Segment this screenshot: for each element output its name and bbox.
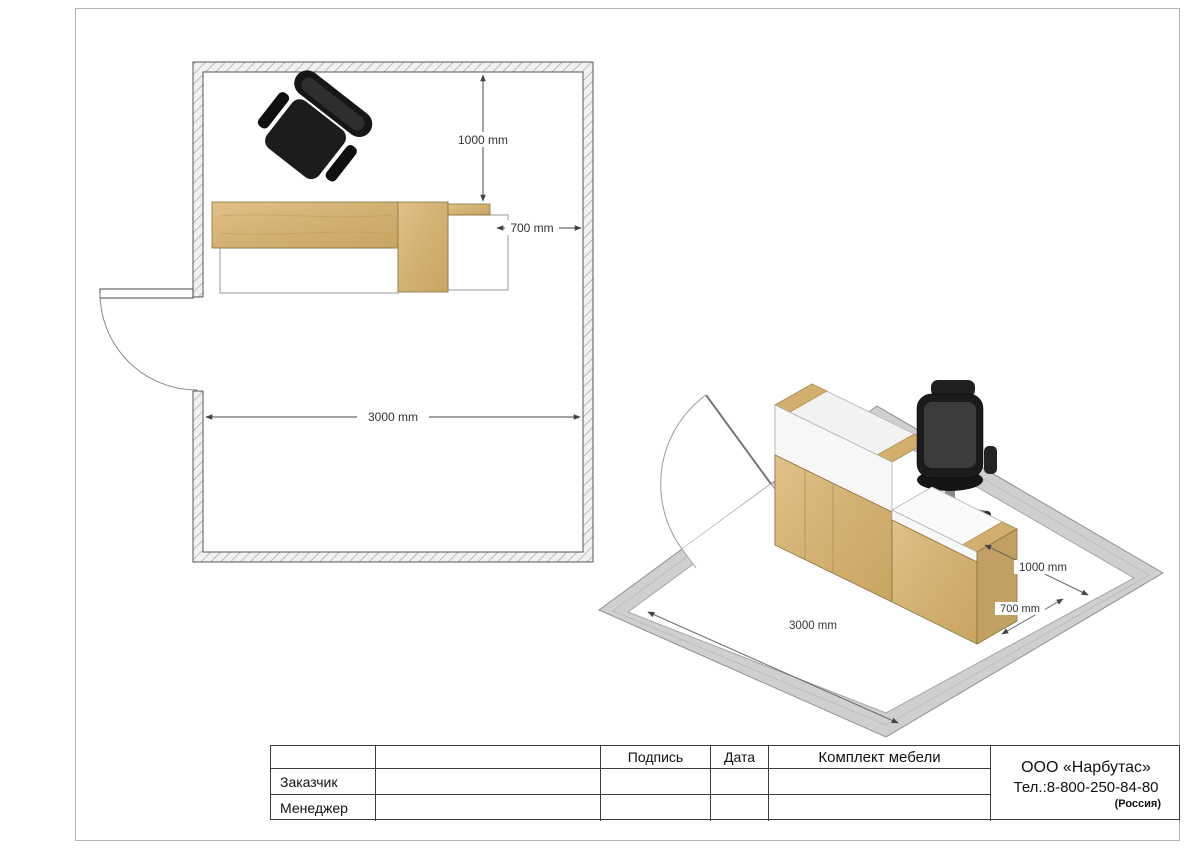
plan-door [99,288,204,392]
plan-reception-desk [211,201,509,294]
title-block-empty-cell [769,769,991,795]
plan-dim-3000-label: 3000 mm [368,410,418,424]
customer-label-cell: Заказчик [271,769,376,795]
iso-view: 3000 mm 1000 mm 700 mm [598,380,1164,738]
customer-value-cell [376,769,601,795]
title-block-empty-cell [271,746,376,769]
iso-dim-1000-label: 1000 mm [1019,562,1067,574]
sheet-border [75,8,1180,841]
title-block-empty-cell [376,746,601,769]
plan-dimensions: 1000 mm 700 mm 3000 mm [205,74,582,424]
title-block-empty-cell [769,795,991,821]
iso-dimensions: 3000 mm 1000 mm 700 mm [647,544,1089,724]
iso-door [660,394,786,569]
plan-view: 1000 mm 700 mm 3000 mm [99,61,594,563]
company-info-cell: ООО «Нарбутас» Тел.:8-800-250-84-80 (Рос… [991,746,1181,821]
plan-room-walls [192,61,594,563]
iso-reception-counter [774,383,930,603]
iso-dim-700-label: 700 mm [1000,603,1040,615]
company-country: (Россия) [1114,798,1161,811]
plan-dim-1000-label: 1000 mm [458,133,508,147]
company-phone: Тел.:8-800-250-84-80 [1013,779,1159,797]
customer-date-cell [711,769,769,795]
manager-label-cell: Менеджер [271,795,376,821]
signature-header-cell: Подпись [601,746,711,769]
plan-dim-700-label: 700 mm [510,221,553,235]
plan-door-arc [99,292,198,391]
project-name-cell: Комплект мебели [769,746,991,769]
date-header-cell: Дата [711,746,769,769]
plan-office-chair [257,70,373,182]
customer-signature-cell [601,769,711,795]
manager-date-cell [711,795,769,821]
manager-value-cell [376,795,601,821]
iso-office-chair [909,380,997,532]
iso-dim-3000-label: 3000 mm [789,620,837,632]
iso-door-arc [660,394,707,550]
company-name: ООО «Нарбутас» [1021,758,1151,776]
manager-signature-cell [601,795,711,821]
title-block: Подпись Дата Комплект мебели ООО «Нарбут… [270,745,1181,821]
